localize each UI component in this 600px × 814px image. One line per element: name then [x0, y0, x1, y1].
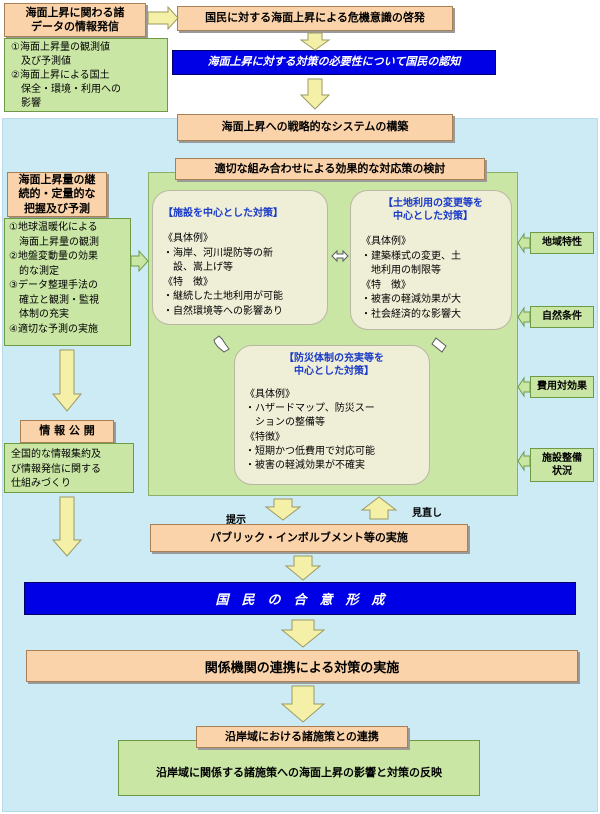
facility-line: ・継続した土地利用が可能 [163, 291, 283, 302]
facility-line: ・海岸、河川堤防等の新 [163, 247, 273, 259]
disclosure-item: 全国的な情報集約及 [11, 449, 101, 460]
arrow-right-icon [130, 249, 149, 273]
disaster-line: ・ハザードマップ、防災スー [245, 403, 375, 415]
arrow-right-icon [147, 5, 179, 31]
disclosure-title: 情 報 公 開 [20, 420, 114, 443]
landuse-line: ・社会経済的な影響大 [361, 308, 461, 320]
disclosure-item: び情報発信に関する [11, 463, 101, 475]
grasp-title-line: 続的・定量的な [18, 187, 96, 201]
facility-line: ・自然環境等への影響あり [163, 305, 283, 317]
grasp-item: 体制の充実 [9, 309, 69, 320]
disaster-measures-box: 【防災体制の充実等を 中心とした対策】 《具体例》 ・ハザードマップ、防災スー … [234, 345, 430, 485]
facility-line: 《特 徴》 [163, 276, 213, 288]
grasp-title-line: 把握及び予測 [24, 201, 90, 215]
present-label: 提示 [226, 515, 246, 526]
grasp-item: ④適切な予測の実施 [9, 323, 98, 335]
landuse-line: 地利用の制限等 [361, 265, 441, 276]
info-dispatch-box: ①海面上昇量の観測値 及び予測値 ②海面上昇による国土 保全・環境・利用への 影… [4, 38, 168, 112]
info-dispatch-item: 及び予測値 [11, 56, 71, 67]
arrow-left-icon [517, 450, 531, 472]
disaster-title-line: 中心とした対策】 [294, 366, 374, 377]
arrow-left-icon [517, 376, 531, 398]
disaster-line: 《特徴》 [245, 431, 285, 443]
double-arrow-icon [213, 335, 230, 353]
combination-title: 適切な組み合わせによる効果的な対応策の検討 [175, 158, 485, 180]
grasp-title-line: 海面上昇量の継 [18, 173, 96, 187]
coastal-box [118, 740, 480, 796]
double-arrow-icon [331, 249, 349, 263]
factor-facility-status-label: 施設整備状況 [542, 453, 582, 477]
landuse-line: ・被害の軽減効果が大 [361, 294, 461, 305]
facility-measures-title: 【施設を中心とした対策】 [163, 208, 283, 219]
arrow-down-icon [299, 32, 331, 51]
grasp-item: 確立と観測・監視 [9, 294, 99, 306]
info-dispatch-title: 海面上昇に関わる諸 データの情報発信 [4, 3, 146, 37]
arrow-down-icon [284, 555, 322, 581]
disaster-title-line: 【防災体制の充実等を [284, 353, 384, 364]
facility-measures-box: 【施設を中心とした対策】 《具体例》 ・海岸、河川堤防等の新 設、嵩上げ等 《特… [152, 190, 328, 325]
landuse-measures-box: 【土地利用の変更等を 中心とした対策】 《具体例》 ・建築様式の変更、土 地利用… [350, 190, 512, 330]
grasp-item: 的な測定 [9, 265, 59, 277]
public-involvement-box: パブリック・インボルブメント等の実施 [150, 524, 468, 552]
info-dispatch-title-line: 海面上昇に関わる諸 [25, 5, 125, 19]
grasp-item: ③データ整理手法の [9, 280, 98, 291]
arrow-down-icon [280, 685, 326, 723]
arrow-left-icon [517, 232, 531, 254]
disclosure-item: 仕組みづくり [11, 478, 71, 489]
coastal-title: 沿岸域における諸施策との連携 [196, 726, 408, 748]
factor-facility-status: 施設整備状況 [530, 448, 594, 482]
arrow-down-icon [280, 619, 326, 648]
disaster-measures-title: 【防災体制の充実等を 中心とした対策】 [245, 352, 423, 378]
implementation-box: 関係機関の連携による対策の実施 [26, 650, 578, 682]
arrow-up-icon [360, 496, 398, 520]
disaster-line: ・被害の軽減効果が不確実 [245, 459, 365, 471]
landuse-line: ・建築様式の変更、土 [361, 250, 461, 262]
arrow-down-icon [264, 498, 302, 521]
double-arrow-icon [431, 337, 447, 353]
consensus-box: 国 民 の 合 意 形 成 [24, 582, 576, 615]
coastal-body: 沿岸域に関係する諸施策への海面上昇の影響と対策の反映 [156, 765, 442, 779]
info-dispatch-item: 影響 [11, 98, 41, 109]
disaster-line: ションの整備等 [245, 417, 325, 429]
arrow-down-icon [51, 349, 83, 412]
recognition-box: 海面上昇に対する対策の必要性について国民の認知 [172, 50, 496, 75]
info-dispatch-item: ①海面上昇量の観測値 [11, 42, 110, 53]
landuse-line: 《具体例》 [361, 236, 411, 247]
landuse-title-line: 中心とした対策】 [393, 211, 473, 222]
disaster-line: 《具体例》 [245, 389, 295, 400]
awareness-box: 国民に対する海面上昇による危機意識の啓発 [177, 6, 453, 31]
landuse-title-line: 【土地利用の変更等を [383, 198, 483, 209]
info-dispatch-item: 保全・環境・利用への [11, 84, 121, 95]
grasp-title: 海面上昇量の継 続的・定量的な 把握及び予測 [7, 172, 107, 217]
arrow-down-icon [51, 496, 83, 557]
info-dispatch-title-line: データの情報発信 [31, 20, 119, 33]
arrow-down-icon [299, 78, 331, 110]
review-label: 見直し [412, 508, 442, 519]
disclosure-box: 全国的な情報集約及 び情報発信に関する 仕組みづくり [4, 443, 134, 493]
grasp-item: ②地盤変動量の効果 [9, 251, 98, 262]
grasp-item: 海面上昇量の観測 [9, 236, 99, 248]
arrow-left-icon [517, 306, 531, 328]
info-dispatch-item: ②海面上昇による国土 [11, 70, 110, 81]
landuse-line: 《特 徴》 [361, 279, 411, 291]
disaster-line: ・短期かつ低費用で対応可能 [245, 445, 375, 457]
facility-line: 《具体例》 [163, 233, 213, 244]
grasp-box: ①地球温暖化による 海面上昇量の観測 ②地盤変動量の効果 的な測定 ③データ整理… [4, 218, 131, 346]
landuse-measures-title: 【土地利用の変更等を 中心とした対策】 [361, 197, 505, 223]
facility-line: 設、嵩上げ等 [163, 262, 233, 273]
strategic-system-box: 海面上昇への戦略的なシステムの構築 [177, 114, 453, 141]
grasp-item: ①地球温暖化による [9, 222, 98, 233]
